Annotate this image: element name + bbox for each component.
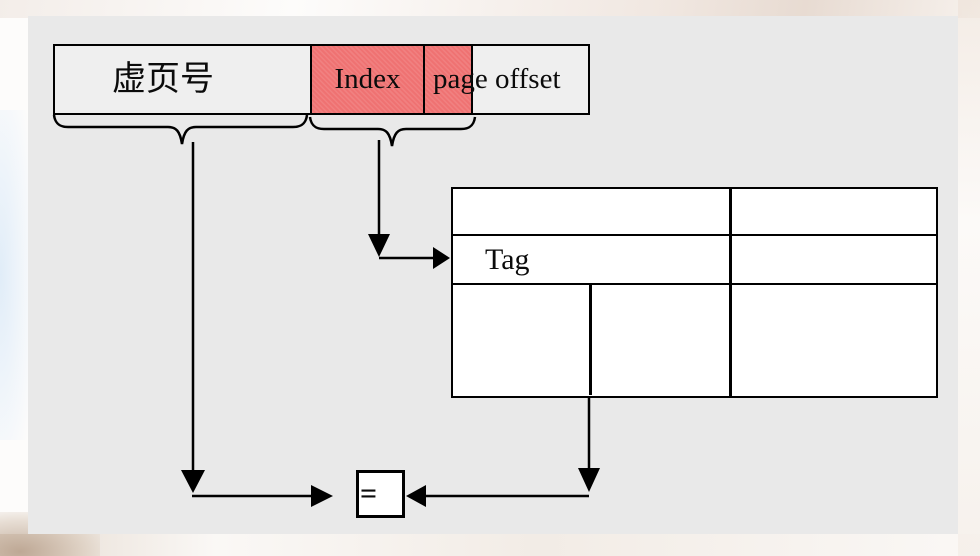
- tlb-table: Tag: [451, 187, 938, 398]
- table-column-divider-left: [589, 282, 592, 395]
- equals-label: =: [360, 477, 378, 510]
- index-label: Index: [334, 63, 401, 95]
- background-photo-right-strip: [958, 0, 980, 556]
- comparator-box: =: [356, 470, 405, 518]
- index-highlight-box: [310, 44, 473, 115]
- table-row-divider-2: [453, 282, 936, 285]
- index-field-divider: [423, 46, 425, 113]
- background-photo-bottom-strip: [0, 534, 980, 556]
- virtual-page-number-label: 虚页号: [112, 60, 214, 98]
- page-offset-label: page offset: [433, 63, 561, 95]
- tag-label: Tag: [485, 243, 530, 276]
- table-row-divider-1: [453, 233, 936, 236]
- background-photo-left-strip: [0, 110, 28, 440]
- table-column-divider-right: [729, 189, 732, 396]
